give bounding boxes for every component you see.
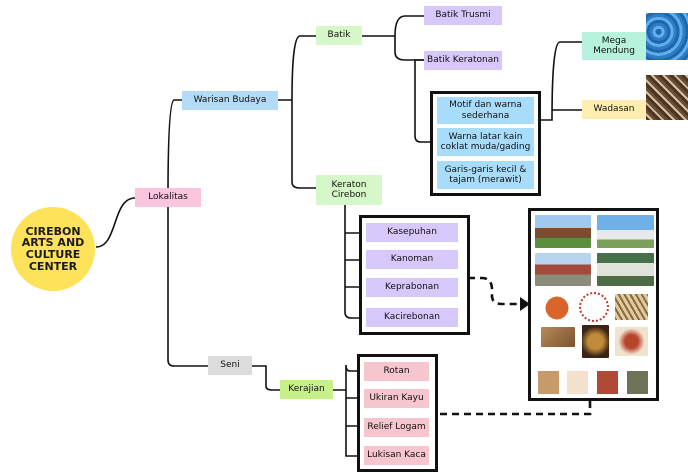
node-kasepuhan[interactable]: Kasepuhan	[366, 223, 458, 242]
photo-kanoman-market	[535, 253, 591, 286]
connector-lokalitas-warisan	[167, 99, 200, 198]
palette-swatch-2	[567, 371, 588, 394]
connector-batik-keratonan	[394, 36, 424, 61]
connector-frame-megamendung	[540, 41, 582, 121]
node-motif-warna-latar[interactable]: Warna latar kain coklat muda/gading	[437, 128, 534, 156]
connector-lokalitas-seni	[167, 197, 208, 367]
connector-kerajinan-lukisan	[345, 390, 364, 457]
node-lokalitas[interactable]: Lokalitas	[135, 188, 201, 207]
node-batik[interactable]: Batik	[316, 26, 362, 45]
photo-kacirebonan-pavilion	[597, 253, 654, 286]
connector-keratonan-motif	[414, 59, 431, 143]
node-batik-trusmi[interactable]: Batik Trusmi	[424, 6, 502, 25]
connector-keraton-list	[344, 205, 366, 319]
mega-mendung-batik-image	[646, 13, 688, 60]
node-rotan[interactable]: Rotan	[364, 362, 429, 381]
photo-glass-painting-light	[615, 327, 648, 356]
node-wadasan[interactable]: Wadasan	[582, 100, 646, 119]
connector-warisan-batik	[278, 35, 316, 101]
node-seni[interactable]: Seni	[208, 356, 252, 375]
connector-seni-kerajinan	[252, 365, 280, 391]
arrowhead-icon	[520, 297, 530, 311]
node-kanoman[interactable]: Kanoman	[366, 250, 458, 269]
node-mega-mendung[interactable]: Mega Mendung	[582, 32, 646, 60]
connector-warisan-keraton	[291, 100, 316, 189]
palette-swatch-1	[538, 371, 559, 394]
palette-swatch-3	[597, 371, 618, 394]
photo-rattan-weaving	[615, 294, 648, 320]
dashed-connector-keraton-moodboard	[468, 276, 518, 306]
node-motif-sederhana[interactable]: Motif dan warna sederhana	[437, 97, 534, 124]
connector-batik-trusmi	[362, 15, 424, 37]
photo-plate-ring	[579, 292, 609, 322]
photo-wood-carving	[541, 327, 575, 347]
dashed-connector-crafts-moodboard	[440, 400, 592, 416]
photo-mosque-gate	[597, 215, 654, 248]
node-batik-keratonan[interactable]: Batik Keratonan	[424, 51, 502, 70]
photo-terracotta-tiles	[542, 294, 572, 322]
photo-glass-painting-dark	[582, 325, 609, 358]
palette-swatch-4	[627, 371, 648, 394]
node-relief-logam[interactable]: Relief Logam	[364, 418, 429, 437]
wadasan-batik-image	[646, 75, 688, 120]
node-lukisan-kaca[interactable]: Lukisan Kaca	[364, 446, 429, 465]
photo-keraton-building	[535, 215, 591, 248]
node-ukiran-kayu[interactable]: Ukiran Kayu	[364, 389, 429, 408]
root-node-cirebon-arts-center[interactable]: CIREBON ARTS AND CULTURE CENTER	[11, 207, 95, 291]
node-keprabonan[interactable]: Keprabonan	[366, 278, 458, 297]
node-warisan-budaya[interactable]: Warisan Budaya	[182, 91, 278, 110]
node-kerajinan[interactable]: Kerajian	[280, 380, 333, 399]
node-kacirebonan[interactable]: Kacirebonan	[366, 308, 458, 327]
connector-kerajinan-rotan	[333, 364, 364, 391]
node-keraton-cirebon[interactable]: Keraton Cirebon	[316, 175, 382, 205]
connector-root-lokalitas	[95, 197, 136, 248]
node-motif-merawit[interactable]: Garis-garis kecil & tajam (merawit)	[437, 161, 534, 189]
